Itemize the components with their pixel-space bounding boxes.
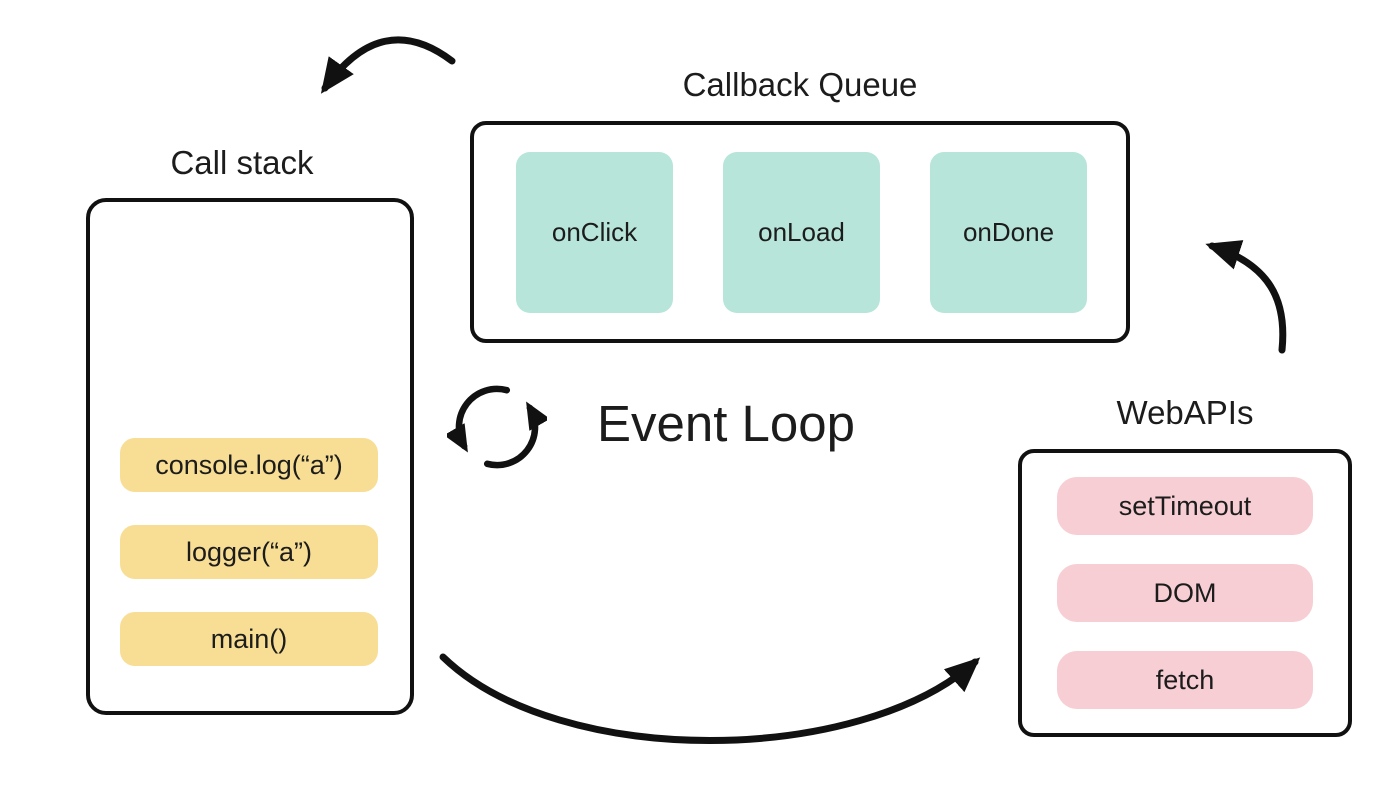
webapis-box: setTimeout DOM fetch (1018, 449, 1352, 737)
webapi-item: fetch (1057, 651, 1313, 709)
callback-queue-item: onClick (516, 152, 673, 313)
arrow-queue-to-stack (320, 36, 456, 94)
arrow-webapis-to-queue (1205, 240, 1287, 354)
call-stack-item: console.log(“a”) (120, 438, 378, 492)
webapi-item: DOM (1057, 564, 1313, 622)
callback-queue-item: onLoad (723, 152, 880, 313)
refresh-cycle-icon (447, 385, 547, 469)
webapi-item: setTimeout (1057, 477, 1313, 535)
event-loop-label: Event Loop (596, 395, 856, 452)
call-stack-item: main() (120, 612, 378, 666)
arrow-stack-to-webapis (439, 653, 981, 744)
callback-queue-title: Callback Queue (682, 66, 918, 103)
call-stack-title: Call stack (170, 144, 314, 181)
webapis-title: WebAPIs (1116, 394, 1254, 431)
callback-queue-item: onDone (930, 152, 1087, 313)
call-stack-item: logger(“a”) (120, 525, 378, 579)
call-stack-box: console.log(“a”) logger(“a”) main() (86, 198, 414, 715)
callback-queue-box: onClick onLoad onDone (470, 121, 1130, 343)
